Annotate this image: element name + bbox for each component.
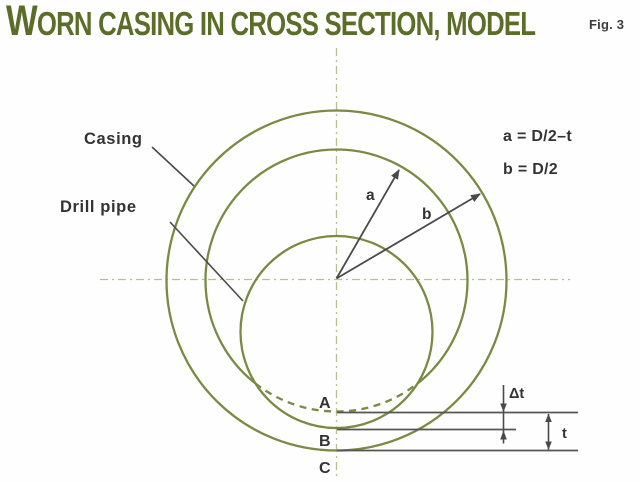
radius-b-arrow: [336, 193, 481, 280]
wear-depth-dimension: [500, 385, 507, 444]
radius-b-label: b: [422, 206, 431, 223]
figure-title: WORN CASING IN CROSS SECTION, MODEL: [6, 0, 536, 45]
formula-a: a = D/2–t: [503, 128, 572, 145]
formula-b: b = D/2: [503, 161, 558, 178]
radius-a-label: a: [366, 187, 375, 204]
wear-depth-label: Δt: [509, 386, 524, 402]
casing-label: Casing: [84, 130, 143, 148]
radius-a-arrow: [335, 169, 400, 279]
point-a-label: A: [319, 395, 331, 412]
casing-inner-circle: [204, 148, 469, 385]
point-b-label: B: [319, 433, 331, 450]
casing-outer-circle: [165, 109, 508, 452]
point-c-label: C: [319, 460, 331, 477]
casing-leader-line: [151, 146, 195, 187]
wall-thickness-dimension: [545, 413, 552, 450]
worn-surface-dashed-arc: [254, 382, 419, 413]
drill-pipe-circle: [239, 234, 434, 430]
wall-thickness-label: t: [562, 426, 567, 442]
drill-pipe-leader-line: [169, 221, 244, 302]
drill-pipe-label: Drill pipe: [60, 198, 137, 216]
figure-number: Fig. 3: [589, 17, 625, 32]
